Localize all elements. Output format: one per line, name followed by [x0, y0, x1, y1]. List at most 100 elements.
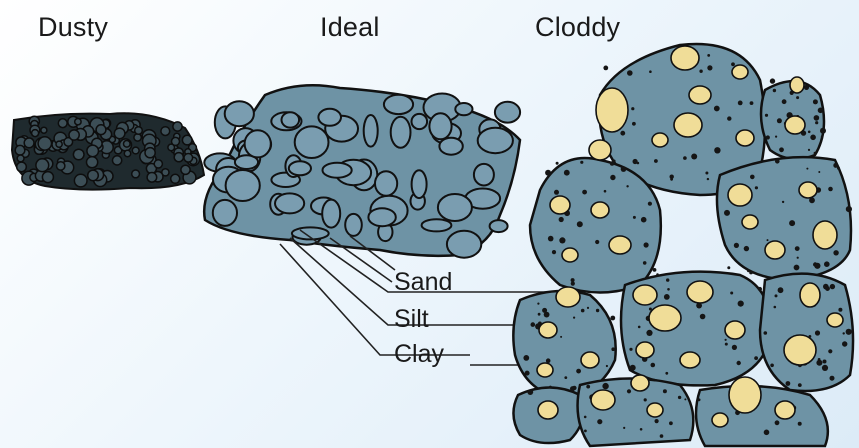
silt-speck	[632, 122, 636, 126]
sand-particle	[649, 305, 681, 331]
silt-speck	[582, 190, 587, 195]
sand-particle	[671, 46, 699, 70]
dusty-grain	[132, 147, 139, 154]
dusty-grain	[113, 156, 122, 165]
silt-speck	[846, 329, 852, 335]
silt-speck	[808, 149, 810, 151]
silt-speck	[538, 313, 541, 316]
silt-speck	[584, 430, 587, 433]
silt-speck	[724, 210, 730, 216]
label-silt: Silt	[394, 305, 429, 334]
sand-particle	[581, 352, 599, 368]
silt-speck	[580, 161, 583, 164]
sand-particle	[652, 133, 668, 147]
silt-speck	[754, 356, 758, 360]
silt-speck	[577, 221, 583, 227]
silt-speck	[813, 99, 818, 104]
silt-speck	[707, 178, 709, 180]
label-sand: Sand	[394, 268, 452, 297]
silt-speck	[678, 396, 681, 399]
dusty-grain	[87, 145, 99, 157]
silt-speck	[630, 365, 636, 371]
silt-speck	[775, 159, 780, 164]
sand-particle	[784, 335, 816, 365]
silt-speck	[823, 360, 827, 364]
dusty-grain	[124, 141, 131, 148]
silt-speck	[576, 369, 581, 374]
silt-speck	[775, 420, 780, 425]
silt-speck	[571, 278, 575, 282]
dusty-grain	[184, 154, 193, 163]
silt-speck	[597, 419, 602, 424]
sand-particle	[556, 287, 580, 307]
ideal-aggregate	[289, 161, 311, 175]
ideal-aggregate	[295, 126, 329, 158]
silt-speck	[798, 383, 802, 387]
silt-speck	[725, 339, 727, 341]
silt-speck	[731, 62, 735, 66]
sand-particle	[790, 77, 804, 93]
dusty-grain	[42, 172, 53, 183]
silt-speck	[815, 330, 820, 335]
ideal-aggregate	[495, 102, 520, 123]
dusty-grain	[172, 137, 180, 145]
silt-speck	[821, 136, 823, 138]
dusty-grain	[36, 159, 49, 172]
silt-speck	[797, 257, 799, 259]
sand-particle	[732, 65, 748, 79]
silt-speck	[824, 261, 830, 267]
silt-speck	[638, 326, 641, 329]
silt-speck	[610, 161, 615, 166]
clod-left	[530, 158, 661, 293]
silt-speck	[818, 108, 824, 114]
ideal-aggregate	[318, 109, 341, 126]
silt-speck	[653, 268, 657, 272]
silt-speck	[825, 286, 830, 291]
silt-speck	[623, 427, 625, 429]
sand-particle	[589, 140, 611, 160]
sand-particle	[680, 352, 700, 368]
silt-speck	[749, 271, 753, 275]
dusty-grain	[181, 165, 190, 174]
sand-particle	[674, 113, 702, 137]
silt-speck	[786, 381, 791, 386]
silt-speck	[684, 398, 686, 400]
silt-speck	[806, 168, 808, 170]
dusty-grain	[17, 162, 27, 172]
ideal-aggregate	[412, 170, 427, 198]
clod-right	[717, 157, 851, 280]
ideal-aggregate	[368, 208, 395, 226]
dusty-grain	[38, 137, 51, 150]
sand-particle	[799, 182, 817, 198]
dusty-grain	[57, 162, 65, 170]
silt-speck	[640, 428, 643, 431]
silt-speck	[750, 175, 755, 180]
silt-speck	[571, 282, 575, 286]
dusty-grain	[41, 127, 47, 133]
silt-speck	[527, 389, 533, 395]
silt-speck	[549, 386, 552, 389]
silt-speck	[655, 419, 659, 423]
silt-speck	[627, 389, 631, 393]
sand-particle	[687, 281, 713, 303]
silt-speck	[691, 154, 697, 160]
dusty-grain	[161, 127, 170, 136]
silt-speck	[777, 118, 782, 123]
silt-speck	[707, 54, 710, 57]
silt-speck	[683, 156, 687, 160]
ideal-aggregate	[455, 103, 472, 115]
silt-speck	[698, 398, 701, 401]
silt-speck	[808, 131, 811, 134]
dusty-grain	[135, 127, 143, 135]
dusty-grain	[75, 119, 81, 125]
silt-speck	[775, 294, 778, 297]
silt-speck	[544, 312, 550, 318]
sand-particle	[591, 202, 609, 218]
silt-speck	[770, 364, 774, 368]
silt-speck	[822, 365, 828, 371]
dusty-grain	[56, 141, 62, 147]
dusty-grain	[147, 173, 157, 183]
ideal-aggregate	[323, 163, 352, 178]
silt-speck	[828, 349, 832, 353]
